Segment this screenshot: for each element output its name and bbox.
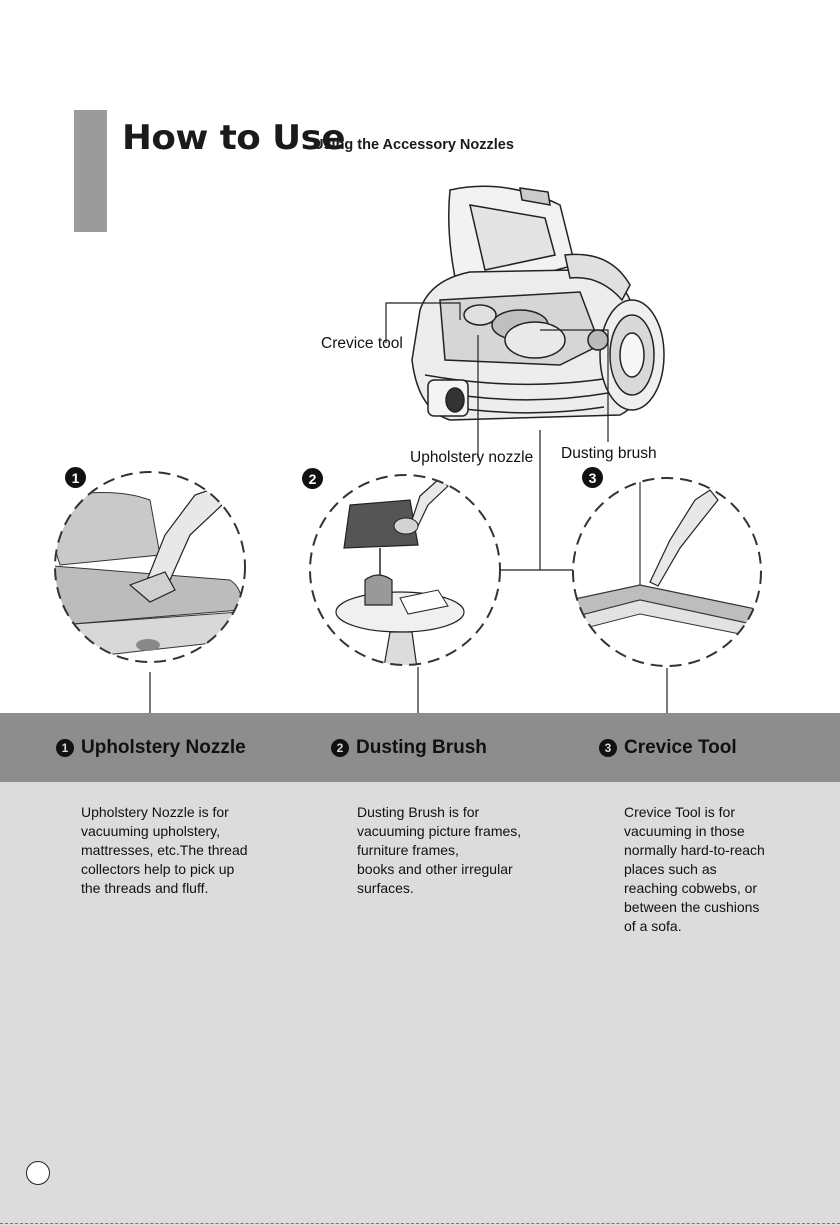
description-panel: Upholstery Nozzle is for vacuuming uphol… (0, 782, 840, 1226)
vacuum-illustration (54, 185, 762, 713)
heading-text: Upholstery Nozzle (81, 737, 246, 758)
dusting-scene (309, 474, 501, 666)
dusting-brush-heading: 2 Dusting Brush (331, 737, 487, 759)
step-3-number: 3 (599, 739, 617, 757)
step-3-badge: 3 (582, 467, 603, 488)
heading-text: Dusting Brush (356, 737, 487, 758)
section-tab (74, 110, 107, 232)
page-number-marker (26, 1161, 50, 1185)
step-2-badge: 2 (302, 468, 323, 489)
crevice-scene (572, 477, 762, 667)
upholstery-nozzle-description: Upholstery Nozzle is for vacuuming uphol… (81, 804, 248, 896)
crevice-tool-label: Crevice tool (321, 335, 403, 352)
step-1-badge: 1 (65, 467, 86, 488)
accessory-header-band: 1 Upholstery Nozzle 2 Dusting Brush 3 Cr… (0, 713, 840, 782)
upholstery-nozzle-label: Upholstery nozzle (410, 449, 534, 466)
vacuum-cleaner-drawing (411, 185, 665, 421)
page-trim-line (0, 1223, 840, 1224)
heading-text: Crevice Tool (624, 737, 737, 758)
page-title: How to Use (122, 118, 346, 158)
upholstery-scene (54, 471, 246, 663)
step-2-number: 2 (331, 739, 349, 757)
page-subtitle: Using the Accessory Nozzles (313, 137, 514, 153)
upholstery-nozzle-heading: 1 Upholstery Nozzle (56, 737, 246, 759)
crevice-tool-description: Crevice Tool is for vacuuming in those n… (624, 804, 765, 934)
dusting-brush-description: Dusting Brush is for vacuuming picture f… (357, 804, 522, 896)
crevice-tool-heading: 3 Crevice Tool (599, 737, 737, 759)
step-1-number: 1 (56, 739, 74, 757)
dusting-brush-label: Dusting brush (561, 445, 657, 462)
